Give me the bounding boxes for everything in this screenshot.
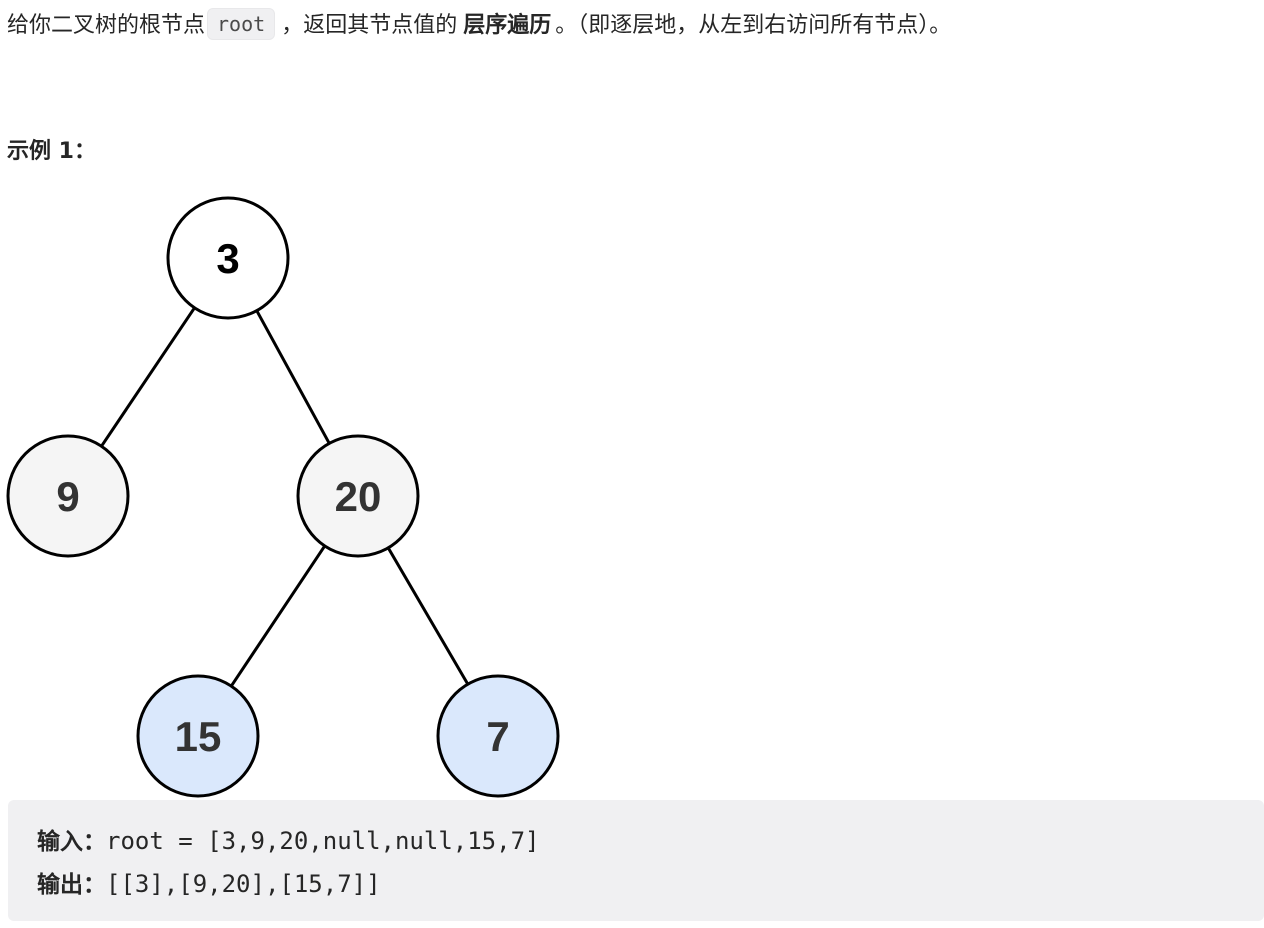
- binary-tree-figure: 3 9 20 15 7: [0, 190, 580, 802]
- description-text: 。（即逐层地，从左到右访问所有节点）。: [555, 13, 952, 38]
- binary-tree-diagram: 3 9 20 15 7: [6, 196, 560, 798]
- tree-node-label: 3: [216, 235, 239, 282]
- tree-node-20: 20: [296, 434, 420, 558]
- bold-term-level-order: 层序遍历: [463, 13, 552, 38]
- tree-node-circle: [136, 674, 260, 798]
- description-text: 给你二叉树的根节点: [7, 13, 206, 38]
- tree-node-7: 7: [436, 674, 560, 798]
- input-value: root = [3,9,20,null,null,15,7]: [106, 827, 540, 855]
- output-value: [[3],[9,20],[15,7]]: [106, 870, 381, 898]
- input-label: 输入：: [37, 829, 106, 855]
- tree-nodes: 3 9 20 15 7: [6, 196, 560, 798]
- example-code-block: 输入：root = [3,9,20,null,null,15,7] 输出：[[3…: [8, 800, 1264, 921]
- tree-node-9: 9: [6, 434, 130, 558]
- tree-node-label: 9: [56, 473, 79, 520]
- inline-code-root: root: [207, 8, 276, 40]
- tree-edge-3-20: [255, 309, 331, 445]
- tree-node-circle: [296, 434, 420, 558]
- example-input-line: 输入：root = [3,9,20,null,null,15,7]: [37, 820, 1264, 863]
- description-text: ，返回其节点值的: [281, 13, 458, 38]
- tree-edge-20-7: [386, 547, 470, 685]
- tree-node-label: 20: [335, 473, 382, 520]
- example-output-line: 输出：[[3],[9,20],[15,7]]: [37, 863, 1264, 906]
- tree-node-circle: [436, 674, 560, 798]
- tree-edge-20-15: [230, 545, 326, 687]
- tree-node-15: 15: [136, 674, 260, 798]
- example-heading: 示例 1：: [7, 139, 96, 164]
- tree-node-circle: [166, 196, 290, 320]
- tree-node-label: 15: [175, 713, 222, 760]
- tree-node-3: 3: [166, 196, 290, 320]
- output-label: 输出：: [37, 872, 106, 898]
- tree-edge-3-9: [100, 306, 196, 448]
- tree-node-circle: [6, 434, 130, 558]
- tree-node-label: 7: [486, 713, 509, 760]
- tree-edges: [100, 306, 470, 687]
